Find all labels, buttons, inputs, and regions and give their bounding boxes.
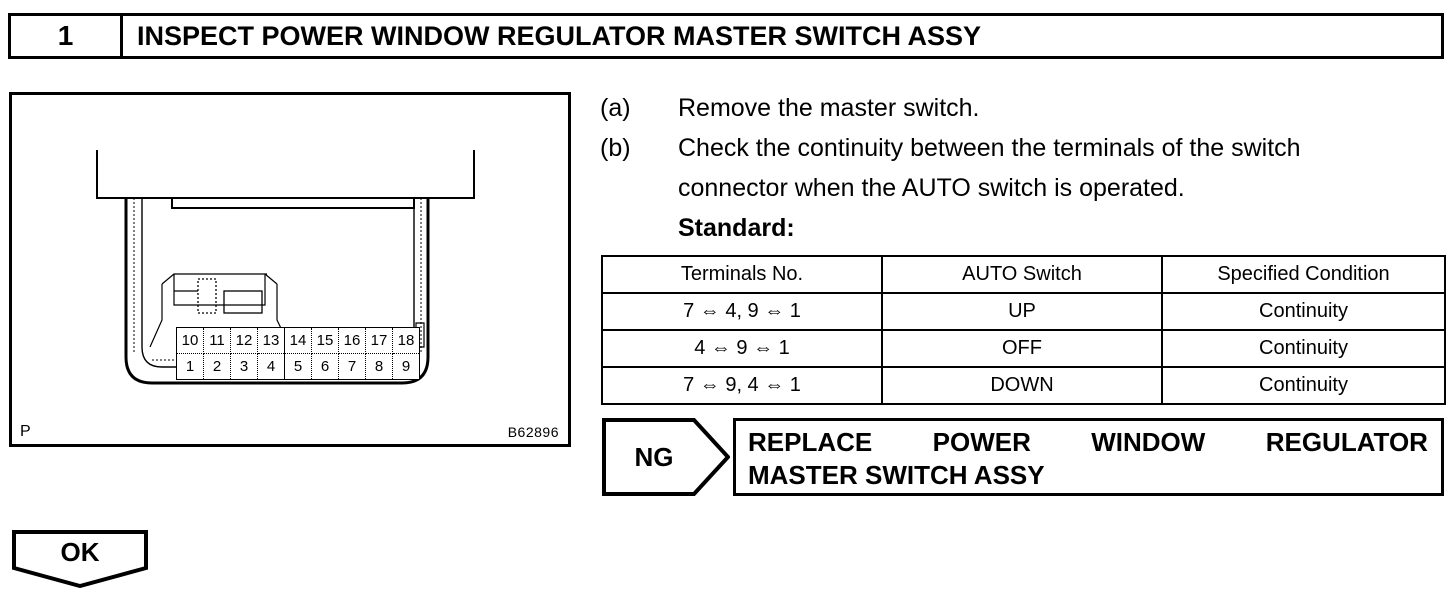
ng-action-box: REPLACE POWER WINDOW REGULATOR MASTER SW… (733, 418, 1444, 496)
instruction-text: connector when the AUTO switch is operat… (678, 174, 1185, 202)
table-row: 4 ⇔ 9 ⇔ 1 OFF Continuity (601, 329, 1446, 368)
pin-cell: 11 (203, 328, 231, 354)
ng-result-block: NG REPLACE POWER WINDOW REGULATOR MASTER… (602, 418, 1444, 496)
pin-cell: 1 (177, 353, 204, 379)
cell-auto-switch: DOWN (881, 366, 1163, 405)
pin-cell: 14 (284, 328, 312, 354)
ng-action-line-2: MASTER SWITCH ASSY (748, 460, 1045, 490)
connector-pin-grid: 10 11 12 13 14 15 16 17 18 1 2 3 4 5 6 7… (176, 327, 420, 380)
pin-cell: 10 (177, 328, 204, 354)
pin-cell: 9 (401, 358, 411, 375)
step-title: INSPECT POWER WINDOW REGULATOR MASTER SW… (137, 20, 982, 51)
column-header-specified-condition: Specified Condition (1161, 255, 1446, 294)
instruction-item: (a) Remove the master switch. (600, 88, 1450, 128)
ng-tag-arrow: NG (602, 418, 730, 496)
table-row: 7 ⇔ 4, 9 ⇔ 1 UP Continuity (601, 292, 1446, 331)
pin-row-bottom: 1 2 3 4 5 6 7 8 9 (177, 353, 419, 379)
instruction-item: (b) Check the continuity between the ter… (600, 128, 1450, 168)
ok-arrow-shape (12, 530, 148, 588)
step-number: 1 (11, 16, 123, 56)
ng-action-line-1: REPLACE POWER WINDOW REGULATOR (748, 426, 1428, 459)
ng-action-word: REPLACE (748, 427, 873, 457)
standard-spec-table: Terminals No. AUTO Switch Specified Cond… (601, 255, 1446, 405)
pin-cell: 13 (257, 328, 285, 354)
instruction-label: (a) (600, 94, 631, 122)
pin-cell: 8 (365, 353, 393, 379)
pin-cell: 3 (230, 353, 258, 379)
pin-cell: 4 (257, 353, 285, 379)
pin-cell: 16 (338, 328, 366, 354)
column-header-auto-switch: AUTO Switch (881, 255, 1163, 294)
instruction-text: Check the continuity between the termina… (678, 134, 1301, 162)
column-header-terminals: Terminals No. (601, 255, 883, 294)
figure-orientation-mark: P (20, 423, 31, 440)
instruction-label: (b) (600, 134, 631, 162)
ok-result-block: OK (12, 530, 148, 588)
pin-cell: 2 (203, 353, 231, 379)
cell-auto-switch: OFF (881, 329, 1163, 368)
instruction-text: Remove the master switch. (678, 94, 980, 122)
pin-cell: 7 (338, 353, 366, 379)
ng-action-word: REGULATOR (1265, 427, 1428, 457)
connector-drawing (96, 150, 475, 385)
pin-cell: 12 (230, 328, 258, 354)
pin-cell: 17 (365, 328, 393, 354)
ng-arrow-shape (602, 418, 730, 496)
step-header-bar: 1 INSPECT POWER WINDOW REGULATOR MASTER … (8, 13, 1444, 59)
standard-heading: Standard: (678, 214, 795, 242)
pin-cell: 5 (284, 353, 312, 379)
cell-terminals: 4 ⇔ 9 ⇔ 1 (601, 329, 883, 368)
ng-action-word: POWER (932, 427, 1031, 457)
pin-cell: 15 (311, 328, 339, 354)
instructions-list: (a) Remove the master switch. (b) Check … (600, 88, 1450, 248)
pin-cell: 6 (311, 353, 339, 379)
connector-figure-panel: 10 11 12 13 14 15 16 17 18 1 2 3 4 5 6 7… (9, 92, 571, 447)
cell-condition: Continuity (1161, 329, 1446, 368)
ng-action-word: WINDOW (1091, 427, 1206, 457)
cell-terminals: 7 ⇔ 9, 4 ⇔ 1 (601, 366, 883, 405)
cell-condition: Continuity (1161, 292, 1446, 331)
cell-auto-switch: UP (881, 292, 1163, 331)
instruction-item: connector when the AUTO switch is operat… (600, 168, 1450, 208)
table-header-row: Terminals No. AUTO Switch Specified Cond… (601, 255, 1446, 294)
ok-tag-label: OK (60, 536, 100, 567)
ng-tag-label: NG (634, 441, 674, 472)
cell-condition: Continuity (1161, 366, 1446, 405)
pin-row-top: 10 11 12 13 14 15 16 17 18 (177, 328, 419, 354)
cell-terminals: 7 ⇔ 4, 9 ⇔ 1 (601, 292, 883, 331)
pin-cell: 18 (392, 328, 419, 354)
figure-drawing-code: B62896 (507, 424, 559, 440)
table-row: 7 ⇔ 9, 4 ⇔ 1 DOWN Continuity (601, 366, 1446, 405)
